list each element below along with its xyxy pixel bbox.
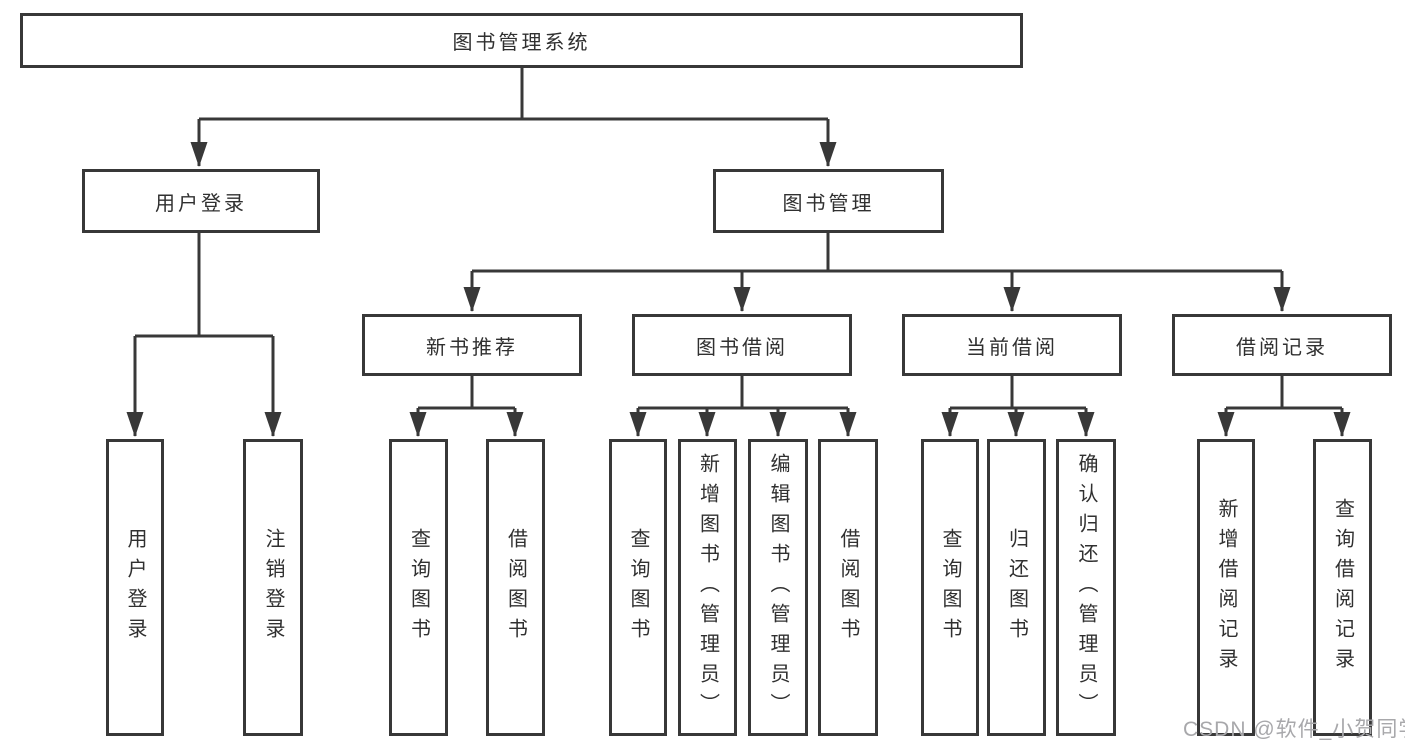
leaf-logout-label: 注销登录 — [262, 527, 284, 648]
leaf-confirm-return-admin-label: 确认归还（管理员） — [1075, 452, 1097, 723]
leaf-borrow-query-book-label: 查询图书 — [627, 527, 649, 648]
leaf-edit-book-admin: 编辑图书（管理员） — [748, 439, 808, 736]
leaf-recommend-borrow-book: 借阅图书 — [486, 439, 545, 736]
leaf-query-borrow-record: 查询借阅记录 — [1313, 439, 1372, 736]
leaf-borrow-book: 借阅图书 — [818, 439, 878, 736]
leaf-return-book: 归还图书 — [987, 439, 1046, 736]
leaf-add-book-admin: 新增图书（管理员） — [678, 439, 737, 736]
leaf-current-query-book-label: 查询图书 — [939, 527, 961, 648]
leaf-add-borrow-record-label: 新增借阅记录 — [1215, 497, 1237, 678]
leaf-borrow-query-book: 查询图书 — [609, 439, 667, 736]
leaf-user-login-label: 用户登录 — [124, 527, 146, 648]
leaf-add-book-admin-label: 新增图书（管理员） — [696, 452, 719, 723]
leaf-edit-book-admin-label: 编辑图书（管理员） — [767, 452, 789, 723]
leaf-add-borrow-record: 新增借阅记录 — [1197, 439, 1255, 736]
node-library-system: 图书管理系统 — [20, 13, 1023, 68]
leaf-current-query-book: 查询图书 — [921, 439, 979, 736]
node-book-borrow: 图书借阅 — [632, 314, 852, 376]
leaf-query-borrow-record-label: 查询借阅记录 — [1331, 497, 1354, 678]
leaf-confirm-return-admin: 确认归还（管理员） — [1056, 439, 1116, 736]
leaf-recommend-query-book-label: 查询图书 — [407, 527, 430, 648]
leaf-logout: 注销登录 — [243, 439, 303, 736]
node-current-borrow: 当前借阅 — [902, 314, 1122, 376]
leaf-recommend-borrow-book-label: 借阅图书 — [504, 527, 527, 648]
leaf-recommend-query-book: 查询图书 — [389, 439, 448, 736]
leaf-return-book-label: 归还图书 — [1005, 527, 1028, 648]
csdn-watermark: CSDN @软件_小贺同学 — [1183, 718, 1405, 741]
node-new-book-recommend: 新书推荐 — [362, 314, 582, 376]
node-user-login: 用户登录 — [82, 169, 320, 233]
node-borrow-records: 借阅记录 — [1172, 314, 1392, 376]
leaf-user-login: 用户登录 — [106, 439, 164, 736]
leaf-borrow-book-label: 借阅图书 — [837, 527, 859, 648]
node-book-management: 图书管理 — [713, 169, 944, 233]
